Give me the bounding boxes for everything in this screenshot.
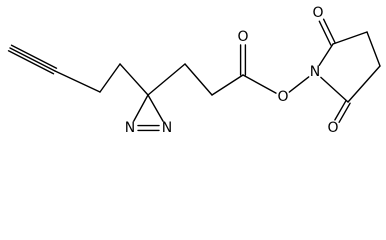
atom-label-o2: O xyxy=(277,89,288,105)
bond-c4-c5 xyxy=(119,63,149,96)
bond-c7-c8 xyxy=(211,74,244,96)
atom-label-n1: N xyxy=(125,120,135,136)
atom-label-n3: N xyxy=(310,64,320,80)
bond-c3-c4 xyxy=(99,63,121,93)
atom-label-o1: O xyxy=(237,29,248,45)
bond-c12-o4-b xyxy=(338,102,351,124)
bond-c5-c6 xyxy=(147,63,186,96)
atom-label-layer: N N O O N O O xyxy=(125,5,339,136)
bond-c10-c11 xyxy=(366,31,381,67)
bond-c9-o3-a xyxy=(322,18,336,44)
bond-c1-c2-a xyxy=(9,47,56,72)
atom-label-o3: O xyxy=(312,5,323,21)
bond-c11-c12 xyxy=(347,65,381,103)
bond-c12-n3 xyxy=(320,76,349,103)
bond-c1-c2-b xyxy=(7,50,55,75)
bond-layer xyxy=(7,18,381,132)
bond-c1-c2-c xyxy=(10,44,58,69)
atom-label-o4: O xyxy=(327,120,338,136)
bond-c9-o3-b xyxy=(318,20,332,46)
chemical-structure: N N O O N O O xyxy=(7,5,381,136)
bond-c12-o4-a xyxy=(334,100,347,121)
atom-label-n2: N xyxy=(162,120,172,136)
bond-c6-c7 xyxy=(184,63,213,96)
bond-c5-n1 xyxy=(133,94,149,122)
bond-o2-n3 xyxy=(288,76,310,93)
bond-n3-c9 xyxy=(318,43,334,67)
bond-c2-c3 xyxy=(54,70,101,93)
bond-c9-c10 xyxy=(332,31,368,45)
bond-c5-n2 xyxy=(147,94,164,122)
bond-c8-o2 xyxy=(242,74,277,94)
